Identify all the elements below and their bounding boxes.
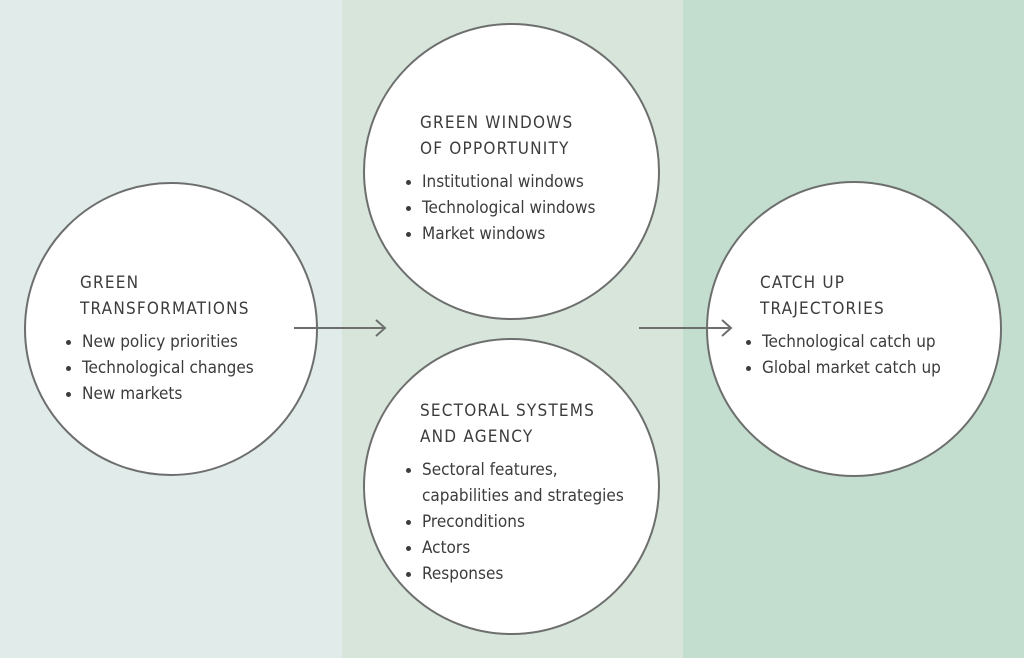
- green-transformations-title-line2: TRANSFORMATIONS: [80, 299, 250, 319]
- green-windows-list: Institutional windows Technological wind…: [406, 169, 595, 247]
- catch-up-title-line2: TRAJECTORIES: [760, 299, 885, 319]
- bullet-icon: [66, 392, 71, 397]
- bullet-icon: [746, 366, 751, 371]
- sectoral-systems-title-line2: AND AGENCY: [420, 427, 534, 447]
- green-windows-title-line1: GREEN WINDOWS: [420, 113, 574, 133]
- bullet-icon: [406, 468, 411, 473]
- list-item: New markets: [66, 381, 254, 407]
- sectoral-systems-title-line1: SECTORAL SYSTEMS: [420, 401, 596, 421]
- bullet-icon: [406, 180, 411, 185]
- catch-up-title-line1: CATCH UP: [760, 273, 846, 293]
- list-item: Market windows: [406, 221, 595, 247]
- list-item: Preconditions: [406, 509, 624, 535]
- catch-up-list: Technological catch up Global market cat…: [746, 329, 941, 381]
- list-item: Technological catch up: [746, 329, 941, 355]
- bullet-icon: [406, 206, 411, 211]
- catch-up-circle: [706, 181, 1002, 477]
- green-windows-title-line2: OF OPPORTUNITY: [420, 139, 570, 159]
- list-item: Responses: [406, 561, 624, 587]
- green-windows-circle: [363, 23, 660, 320]
- sectoral-systems-list: Sectoral features, capabilities and stra…: [406, 457, 624, 587]
- list-item: Technological windows: [406, 195, 595, 221]
- list-item: Institutional windows: [406, 169, 595, 195]
- bullet-icon: [66, 366, 71, 371]
- bullet-icon: [66, 340, 71, 345]
- sectoral-systems-title: SECTORAL SYSTEMS AND AGENCY: [420, 398, 595, 450]
- list-item: New policy priorities: [66, 329, 254, 355]
- list-item: Sectoral features,: [406, 457, 624, 483]
- green-transformations-title: GREEN TRANSFORMATIONS: [80, 270, 250, 322]
- bullet-icon: [406, 546, 411, 551]
- list-item-continuation: capabilities and strategies: [422, 486, 624, 506]
- green-windows-title: GREEN WINDOWS OF OPPORTUNITY: [420, 110, 573, 162]
- bullet-icon: [406, 520, 411, 525]
- bullet-icon: [746, 340, 751, 345]
- green-transformations-title-line1: GREEN: [80, 273, 140, 293]
- sectoral-systems-circle: [363, 338, 660, 635]
- bullet-icon: [406, 232, 411, 237]
- list-item: Actors: [406, 535, 624, 561]
- catch-up-title: CATCH UP TRAJECTORIES: [760, 270, 885, 322]
- arrow-right-icon: [639, 319, 733, 337]
- arrow-right-icon: [294, 319, 387, 337]
- green-transformations-list: New policy priorities Technological chan…: [66, 329, 254, 407]
- list-item: Technological changes: [66, 355, 254, 381]
- bullet-icon: [406, 572, 411, 577]
- list-item: Global market catch up: [746, 355, 941, 381]
